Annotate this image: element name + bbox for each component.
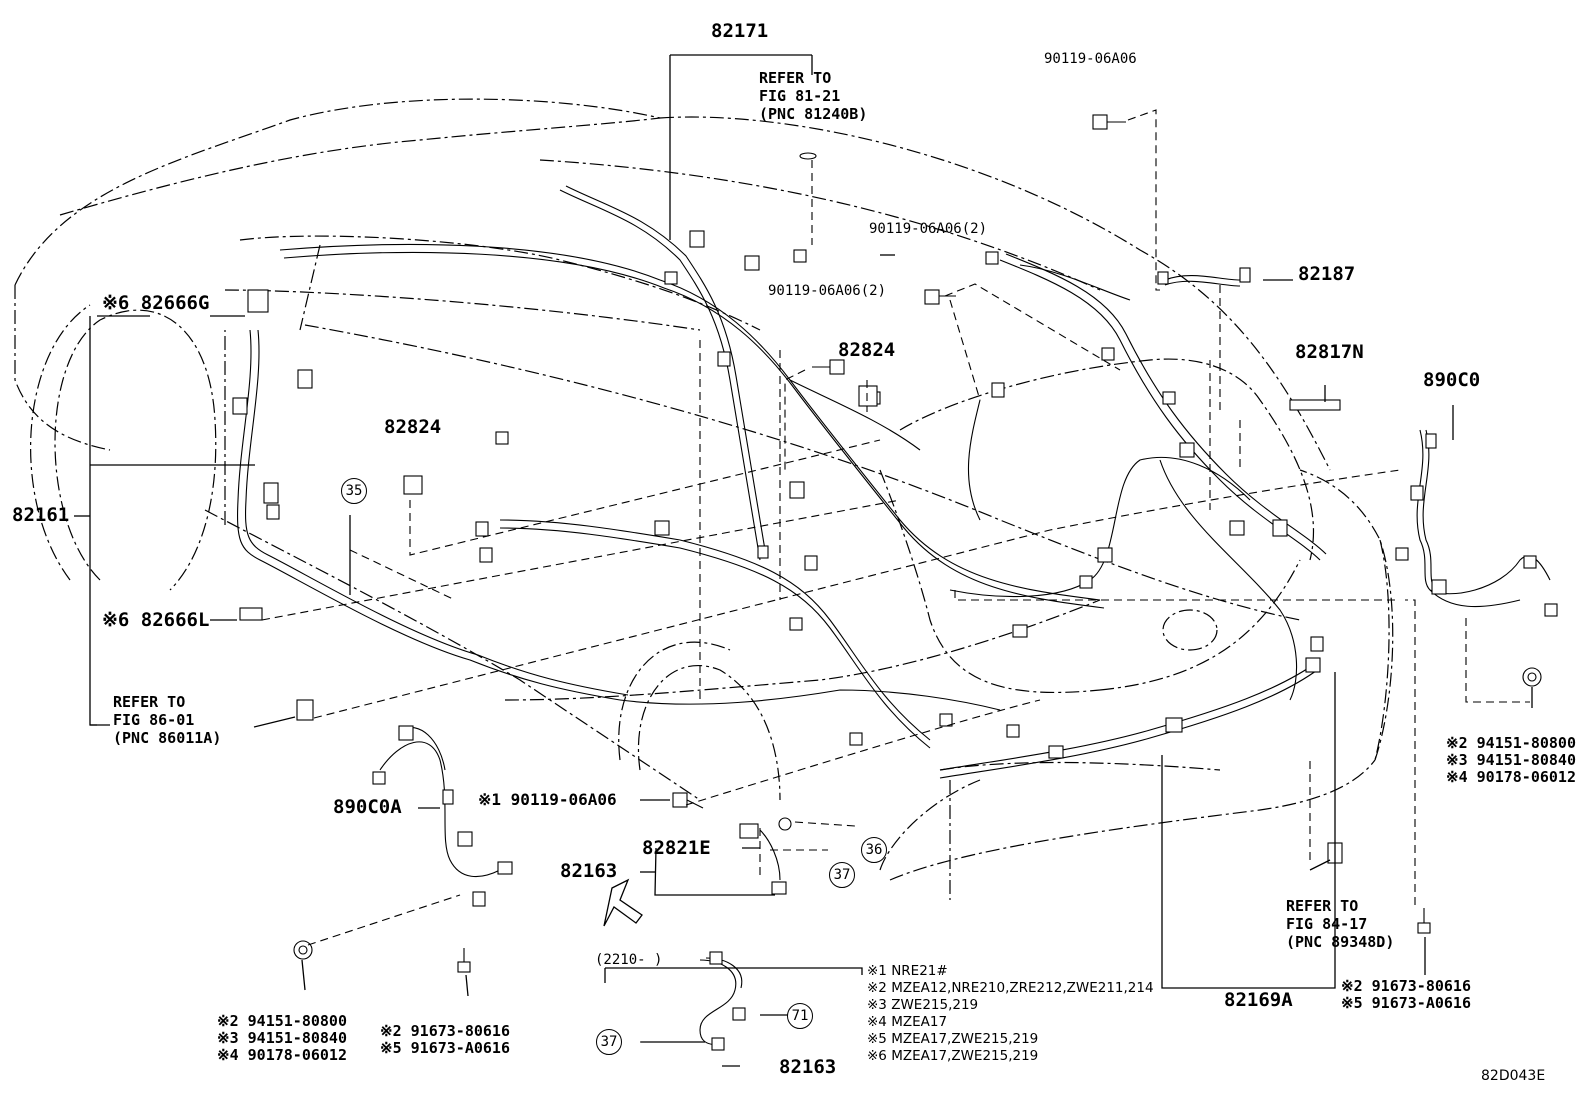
bolt-icon (812, 359, 845, 375)
connectors (232, 230, 1558, 1051)
callout-71: 71 (787, 1003, 813, 1029)
part-82187: 82187 (1298, 263, 1356, 285)
bolt-icon (672, 792, 704, 809)
bolt-part-2: ※5 91673-A0616 (380, 1039, 510, 1057)
callout-37-b: 37 (596, 1029, 622, 1055)
refer-fig-84-17: REFER TO FIG 84-17 (PNC 89348D) (1286, 897, 1395, 951)
nut-part-r3: ※4 90178-06012 (1446, 768, 1576, 786)
part-82163-a: 82163 (560, 860, 618, 882)
part-82666g: ※6 82666G (102, 292, 210, 314)
applicability-note-2: ※2 MZEA12,NRE210,ZRE212,ZWE211,214 (867, 980, 1154, 996)
rear-gate-outline (879, 358, 1315, 693)
wheel-arches (30, 304, 781, 801)
part-90119-x1: ※1 90119-06A06 (478, 790, 617, 809)
refer-fig-81-21: REFER TO FIG 81-21 (PNC 81240B) (759, 69, 868, 123)
part-890c0a: 890C0A (333, 796, 402, 818)
nut-icon (293, 940, 313, 960)
front-arrow-icon (603, 878, 643, 927)
leader-lines (74, 54, 1533, 1067)
nut-icon (1522, 667, 1542, 687)
figure-code: 82D043E (1481, 1068, 1546, 1084)
callout-35: 35 (341, 478, 367, 504)
nut-part-r2: ※3 94151-80840 (1446, 751, 1576, 769)
dashed-guides (261, 109, 1530, 1043)
part-82169a: 82169A (1224, 989, 1293, 1011)
part-90119-2a: 90119-06A06(2) (869, 221, 988, 237)
part-82163-b: 82163 (779, 1056, 837, 1078)
part-890c0: 890C0 (1423, 369, 1481, 391)
part-82171: 82171 (711, 20, 769, 42)
car-body-outline (14, 98, 1394, 900)
nut-part-3: ※4 90178-06012 (217, 1046, 347, 1064)
part-82161: 82161 (12, 504, 70, 526)
bolt-part-r2: ※5 91673-A0616 (1341, 994, 1471, 1012)
applicability-note-1: ※1 NRE21# (867, 963, 948, 979)
bolt-icon (1417, 908, 1431, 934)
part-82824-a: 82824 (838, 339, 896, 361)
grommet-icon (778, 817, 792, 831)
date-range: (2210- ) (595, 952, 663, 968)
applicability-note-3: ※3 ZWE215,219 (867, 997, 979, 1013)
part-82824-b: 82824 (384, 416, 442, 438)
bolt-icon (924, 289, 956, 305)
part-82666l: ※6 82666L (102, 609, 210, 631)
nut-part-2: ※3 94151-80840 (217, 1029, 347, 1047)
bolt-icon (1092, 114, 1126, 130)
callout-37-a: 37 (829, 862, 855, 888)
part-90119-2b: 90119-06A06(2) (768, 283, 887, 299)
grommet-icon (799, 152, 817, 160)
applicability-note-6: ※6 MZEA17,ZWE215,219 (867, 1048, 1039, 1064)
applicability-note-5: ※5 MZEA17,ZWE215,219 (867, 1031, 1039, 1047)
bolt-part-1: ※2 91673-80616 (380, 1022, 510, 1040)
part-82821e: 82821E (642, 837, 711, 859)
fasteners (293, 114, 1542, 973)
nut-part-1: ※2 94151-80800 (217, 1012, 347, 1030)
part-82817n: 82817N (1295, 341, 1364, 363)
part-90119-top: 90119-06A06 (1044, 51, 1137, 67)
applicability-note-4: ※4 MZEA17 (867, 1014, 948, 1030)
nut-part-r1: ※2 94151-80800 (1446, 734, 1576, 752)
refer-fig-86-01: REFER TO FIG 86-01 (PNC 86011A) (113, 693, 222, 747)
callout-36: 36 (861, 837, 887, 863)
bolt-part-r1: ※2 91673-80616 (1341, 977, 1471, 995)
bolt-icon (457, 948, 471, 973)
